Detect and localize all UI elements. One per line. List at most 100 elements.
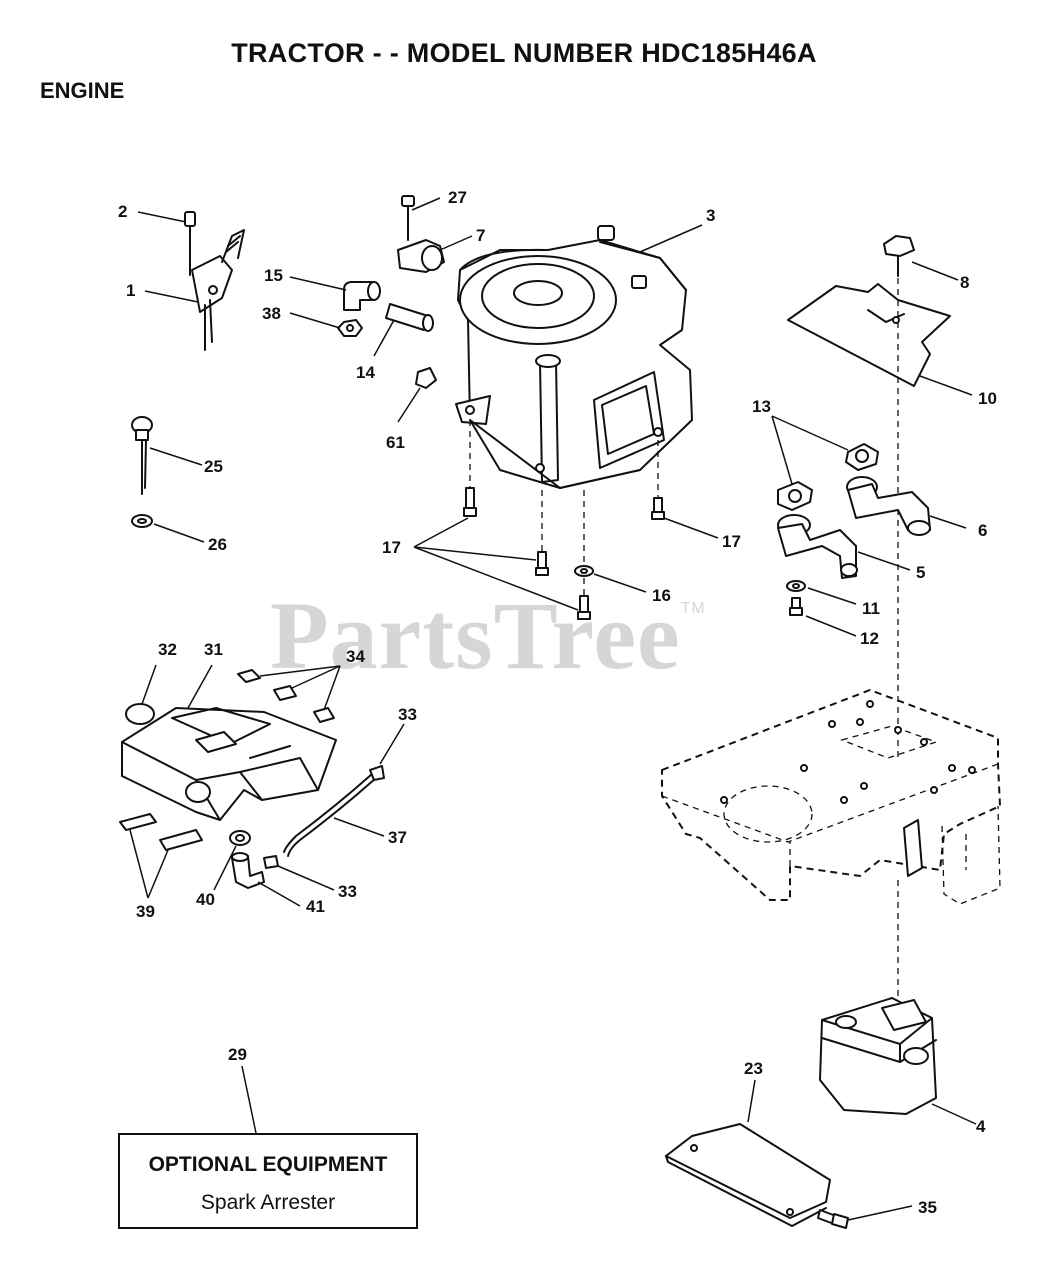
leader-17-left-b [413,546,537,561]
callout-27: 27 [448,188,467,207]
callout-10: 10 [978,389,997,408]
gaskets-13 [777,443,879,511]
callout-12: 12 [860,629,879,648]
muffler-4 [819,997,937,1115]
callout-32: 32 [158,640,177,659]
leader-39-a [129,829,149,899]
leader-29 [241,1065,257,1134]
fitting-40-41 [229,830,265,889]
leader-32 [141,664,157,705]
callout-4: 4 [976,1117,986,1136]
callout-33-top: 33 [398,705,417,724]
leader-11 [807,587,857,605]
leader-12 [805,615,857,637]
washer-11-bolt-12 [786,580,806,616]
leader-39-b [147,849,169,899]
leader-37 [333,817,385,837]
leader-40 [213,845,237,891]
clamp-part [397,195,445,273]
leader-41 [257,881,301,907]
pads-39 [119,813,203,851]
callout-14: 14 [356,363,375,382]
callout-5: 5 [916,563,925,582]
leader-5 [857,551,911,571]
leader-7 [439,235,473,251]
screw-35 [817,1209,849,1229]
leader-33-bottom [277,865,335,891]
leader-15 [289,276,347,291]
leader-3 [639,224,703,253]
elbow-fitting [343,281,381,311]
fuel-cap-32 [125,703,155,725]
callout-37: 37 [388,828,407,847]
leader-14 [373,319,395,357]
callout-34: 34 [346,647,365,666]
callout-25: 25 [204,457,223,476]
leader-34-a [259,665,341,677]
callout-31: 31 [204,640,223,659]
callout-35: 35 [918,1198,937,1217]
exhaust-pipe-6 [846,476,931,536]
mount-bolts [463,487,665,620]
leader-25 [149,447,203,466]
callout-29: 29 [228,1045,247,1064]
callout-11: 11 [862,599,880,618]
leader-13-a [771,415,849,451]
fuel-tank-31 [121,707,337,821]
callout-15: 15 [264,266,283,285]
engine-assembly [455,225,693,489]
callout-2: 2 [118,202,127,221]
callout-16: 16 [652,586,671,605]
leader-35 [847,1205,913,1221]
knob-8 [883,235,915,277]
leader-33-top [379,723,405,765]
leader-61 [397,387,421,423]
callout-40: 40 [196,890,215,909]
pads-34 [237,669,335,723]
leader-17-left-c [413,546,579,611]
leader-34-c [323,665,341,711]
leader-34-b [291,665,341,689]
nut-38 [337,319,363,337]
section-heading: ENGINE [40,78,125,103]
leader-17-left-a [413,517,469,548]
callout-33-bottom: 33 [338,882,357,901]
leader-31 [187,664,213,709]
leader-10 [919,375,973,396]
callout-17-right: 17 [722,532,741,551]
leader-23 [747,1079,756,1123]
leader-16 [593,573,647,593]
callout-1: 1 [126,281,135,300]
callout-labels: 2 1 27 7 3 15 38 14 61 8 10 13 6 5 11 12… [118,188,997,1217]
callout-26: 26 [208,535,227,554]
callout-13: 13 [752,397,771,416]
leader-4 [931,1103,977,1125]
callout-41: 41 [306,897,325,916]
leader-8 [911,261,959,281]
fuel-line-37 [263,765,385,869]
callout-38: 38 [262,304,281,323]
throttle-control [184,211,245,351]
leader-2 [137,211,187,223]
leader-13-b [771,415,793,485]
callout-7: 7 [476,226,485,245]
callout-8: 8 [960,273,969,292]
leader-1 [144,290,199,303]
callout-3: 3 [706,206,715,225]
leader-17-right [663,517,719,539]
callout-23: 23 [744,1059,763,1078]
exhaust-pipe-5 [777,514,858,579]
callout-61: 61 [386,433,405,452]
heat-shield-23 [665,1123,831,1227]
optional-equipment-box: OPTIONAL EQUIPMENT Spark Arrester [118,1133,418,1229]
callout-6: 6 [978,521,987,540]
optional-equipment-heading: OPTIONAL EQUIPMENT [148,1153,388,1176]
tractor-frame [661,688,1002,905]
callout-39: 39 [136,902,155,921]
leader-6 [929,515,967,529]
optional-equipment-item: Spark Arrester [200,1191,336,1214]
cover-10 [787,283,951,387]
fitting-61 [415,367,437,389]
callout-17-left: 17 [382,538,401,557]
